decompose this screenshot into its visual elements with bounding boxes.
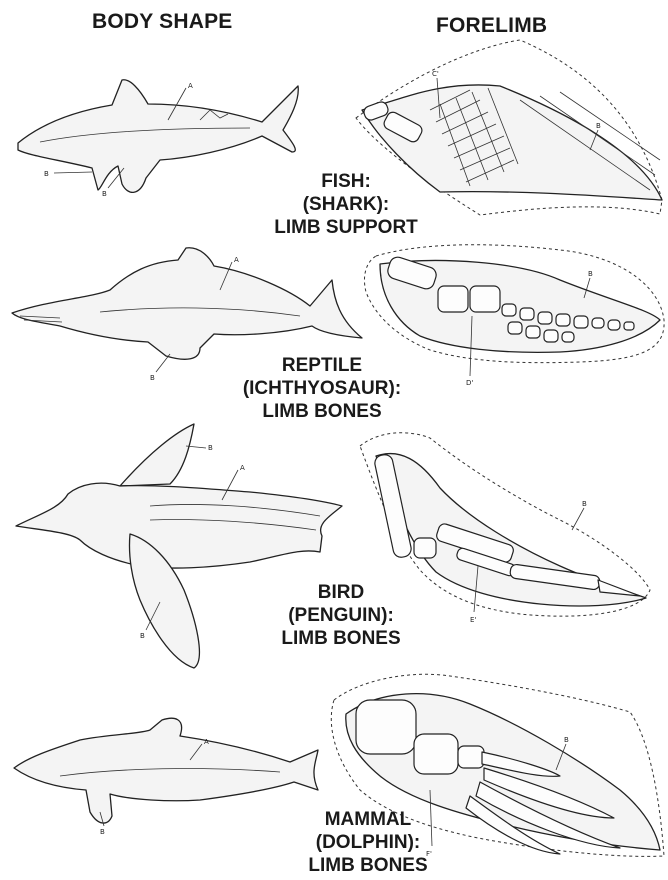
caption-reptile-line1: REPTILE bbox=[232, 354, 412, 377]
dolphin-limb-label: B bbox=[564, 736, 569, 744]
dolphin-fin-label: B bbox=[100, 828, 105, 836]
caption-reptile-line2: (ICHTHYOSAUR): bbox=[232, 377, 412, 400]
caption-reptile-line3: LIMB BONES bbox=[232, 400, 412, 423]
shark-fin-label-1: B bbox=[44, 170, 49, 178]
caption-mammal-line3: LIMB BONES bbox=[288, 854, 448, 877]
penguin-limb-label: B bbox=[582, 500, 587, 508]
shark-fin-label-2: B bbox=[102, 190, 107, 198]
shark-body-label: A bbox=[188, 82, 193, 90]
caption-bird-line3: LIMB BONES bbox=[256, 627, 426, 650]
caption-bird: BIRD (PENGUIN): LIMB BONES bbox=[256, 581, 426, 650]
penguin-body-label: A bbox=[240, 464, 245, 472]
caption-reptile: REPTILE (ICHTHYOSAUR): LIMB BONES bbox=[232, 354, 412, 423]
caption-bird-line2: (PENGUIN): bbox=[256, 604, 426, 627]
dolphin-body-label: A bbox=[204, 738, 209, 746]
ichthyosaur-limb-label: B bbox=[588, 270, 593, 278]
ichthyosaur-illustration bbox=[12, 248, 362, 359]
shark-limb-support-label: C' bbox=[432, 70, 439, 78]
penguin-wing-label: B bbox=[140, 632, 145, 640]
ichthyosaur-body-label: A bbox=[234, 256, 239, 264]
ichthyosaur-forelimb bbox=[364, 245, 664, 363]
dolphin-illustration bbox=[14, 718, 318, 823]
penguin-wing-top-label: B bbox=[208, 444, 213, 452]
caption-mammal-line1: MAMMAL bbox=[288, 808, 448, 831]
caption-fish: FISH: (SHARK): LIMB SUPPORT bbox=[246, 170, 446, 239]
ichthyosaur-bones-label: D' bbox=[466, 379, 473, 387]
caption-fish-line2: (SHARK): bbox=[246, 193, 446, 216]
caption-fish-line1: FISH: bbox=[246, 170, 446, 193]
caption-mammal-line2: (DOLPHIN): bbox=[288, 831, 448, 854]
ichthyosaur-fin-label: B bbox=[150, 374, 155, 382]
penguin-bones-label: E' bbox=[470, 616, 476, 624]
caption-bird-line1: BIRD bbox=[256, 581, 426, 604]
caption-fish-line3: LIMB SUPPORT bbox=[246, 216, 446, 239]
caption-mammal: MAMMAL (DOLPHIN): LIMB BONES bbox=[288, 808, 448, 877]
shark-limb-label: B bbox=[596, 122, 601, 130]
